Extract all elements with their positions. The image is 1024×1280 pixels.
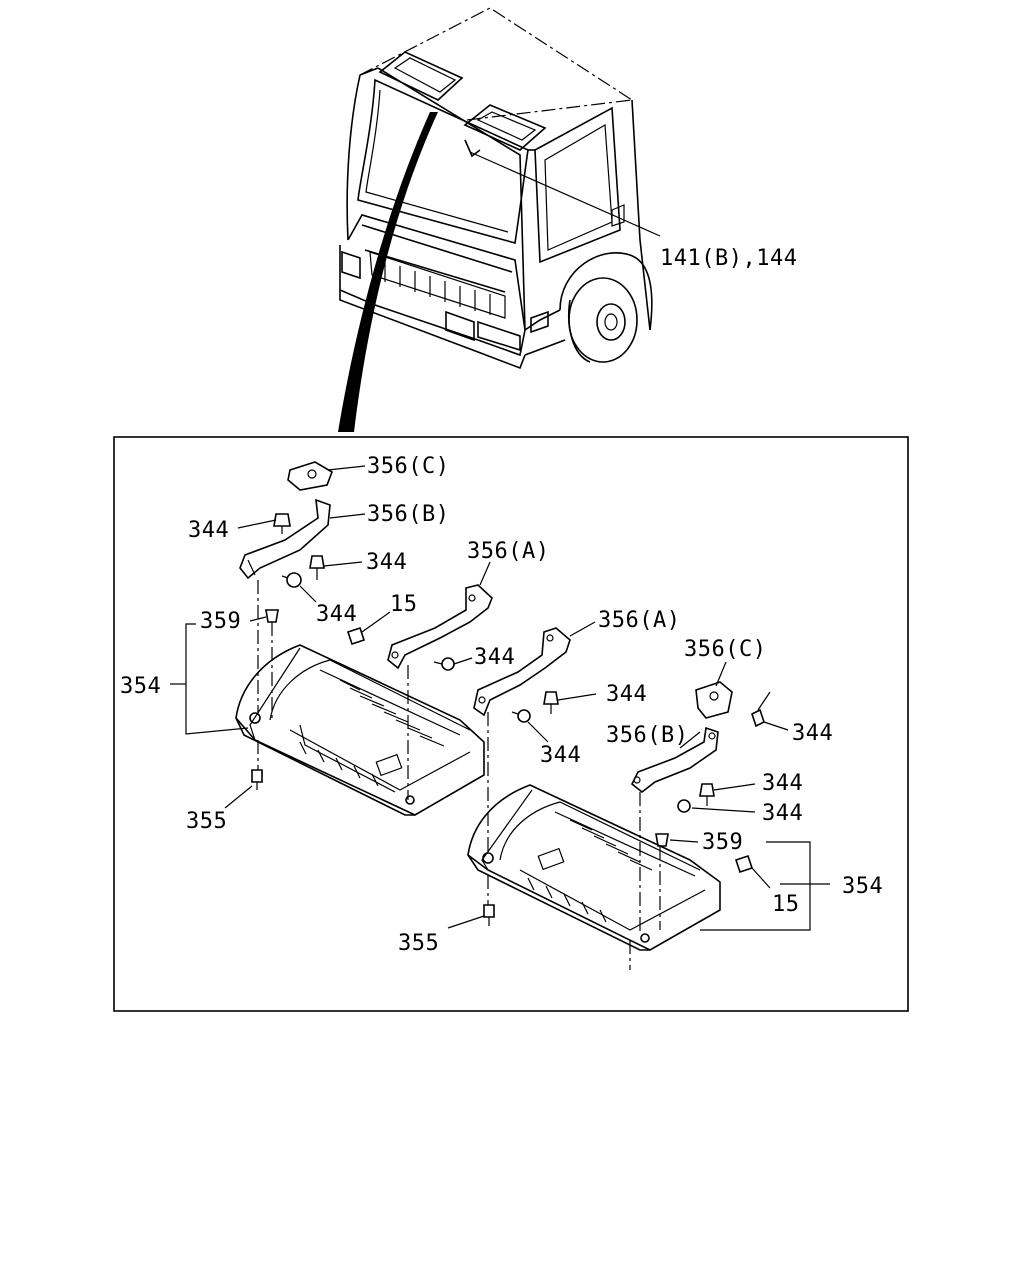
pointer-swoosh [338, 112, 438, 432]
callout-359-right: 359 [702, 830, 743, 855]
callout-344-c: 344 [316, 602, 357, 627]
callout-344-f: 344 [540, 743, 581, 768]
callout-344-a: 344 [188, 518, 229, 543]
callout-labels: 141(B),144 356(C) 356(B) 344 344 344 359… [120, 246, 883, 956]
callout-355-right: 355 [398, 931, 439, 956]
callout-356c-right: 356(C) [684, 637, 766, 662]
callout-344-i: 344 [762, 801, 803, 826]
callout-15-left: 15 [390, 592, 418, 617]
callout-354-right: 354 [842, 874, 883, 899]
callout-356a-right: 356(A) [598, 608, 680, 633]
callout-356c-left: 356(C) [367, 454, 449, 479]
callout-354-left: 354 [120, 674, 161, 699]
callout-356b-left: 356(B) [367, 502, 449, 527]
callout-344-h: 344 [762, 771, 803, 796]
leader-lines [170, 465, 830, 931]
callout-356b-right: 356(B) [606, 723, 688, 748]
callout-cab-ref: 141(B),144 [660, 246, 797, 271]
callout-344-b: 344 [366, 550, 407, 575]
callout-355-left: 355 [186, 809, 227, 834]
callout-344-d: 344 [474, 645, 515, 670]
detail-frame [113, 436, 909, 1012]
callout-344-g: 344 [792, 721, 833, 746]
truck-cab-illustration [339, 7, 653, 370]
callout-359-left: 359 [200, 609, 241, 634]
callout-356a-left: 356(A) [467, 539, 549, 564]
right-assembly [467, 627, 771, 970]
callout-344-e: 344 [606, 682, 647, 707]
callout-15-right: 15 [772, 892, 800, 917]
left-assembly [235, 461, 493, 816]
